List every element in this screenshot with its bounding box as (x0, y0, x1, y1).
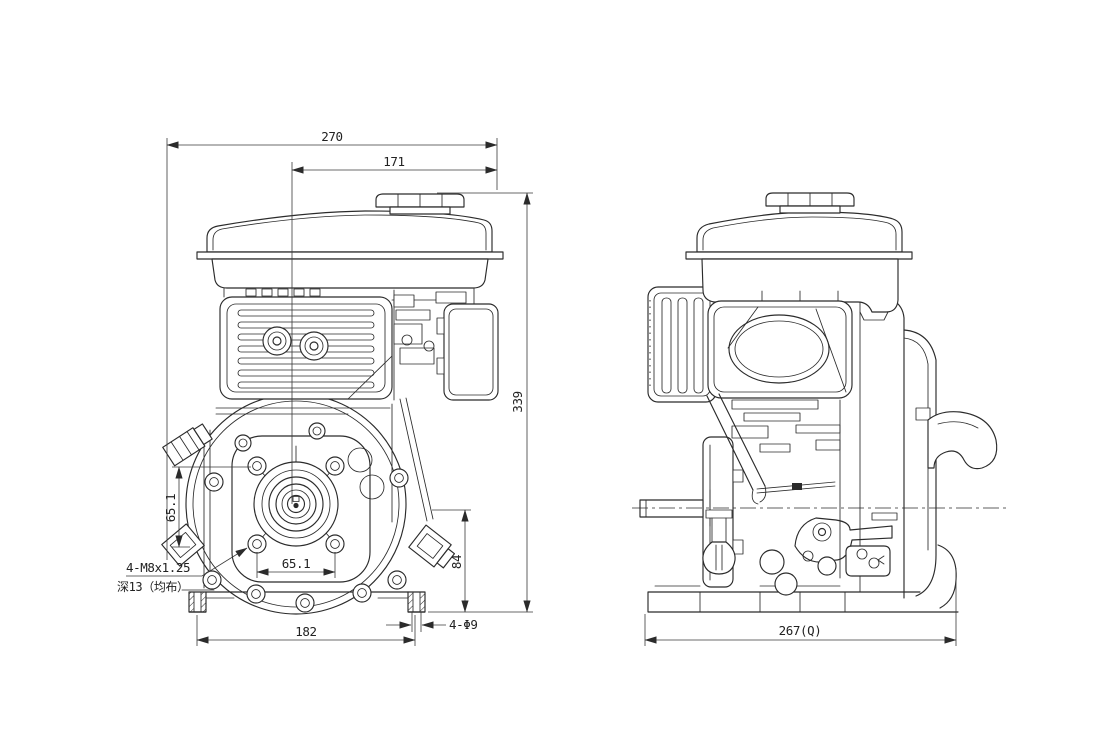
dim-text-bottom-bolt-spacing: 65.1 (282, 556, 311, 571)
front-view: 270 171 339 65.1 65.1 84 182 4-Φ9 4-M8x1… (117, 129, 533, 646)
governor-linkage (706, 393, 893, 596)
oil-drain-plug-right (408, 524, 456, 569)
dim-text-foot-span: 182 (295, 624, 316, 639)
dim-text-overall-length: 267(Q) (779, 623, 822, 638)
recoil-handle (915, 407, 998, 470)
cooling-louvers (237, 309, 375, 389)
dimensions-side: 267(Q) (644, 568, 957, 646)
carburetor (393, 294, 435, 365)
cover-bolt (262, 326, 329, 361)
dimensions-front: 270 171 339 65.1 65.1 84 182 4-Φ9 4-M8x1… (117, 129, 533, 646)
fuel-cap-front (375, 193, 465, 215)
dim-text-overall-width: 270 (321, 129, 342, 144)
muffler (647, 286, 717, 403)
mounting-base (181, 589, 426, 613)
fan-cover (219, 296, 393, 400)
fuel-valve (702, 509, 736, 575)
note-tapped-holes-depth: 深13（均布） (117, 580, 189, 594)
dim-text-overall-height: 339 (510, 391, 525, 412)
oil-filler-plug (162, 423, 213, 467)
leader-tapped-holes (126, 547, 248, 577)
shroud-vents (223, 287, 475, 401)
dim-text-shaft-to-base: 84 (449, 555, 464, 569)
side-view: 267(Q) (632, 192, 1006, 646)
dim-text-left-bolt-spacing: 65.1 (163, 494, 178, 523)
note-tapped-holes-spec: 4-M8x1.25 (126, 560, 190, 575)
fuel-tank-side (685, 211, 913, 321)
pto-bolt-hole (247, 456, 345, 554)
dim-text-centerline-to-right: 171 (383, 154, 404, 169)
bolt-holes (202, 422, 409, 613)
fuel-cap-side (765, 192, 855, 214)
dim-text-foot-holes: 4-Φ9 (449, 617, 478, 632)
pto-shaft (253, 461, 339, 547)
pto-shaft-side (639, 489, 711, 527)
air-cleaner-front (435, 291, 499, 401)
fuel-tank-front (196, 210, 504, 289)
air-cleaner-side (707, 290, 853, 399)
